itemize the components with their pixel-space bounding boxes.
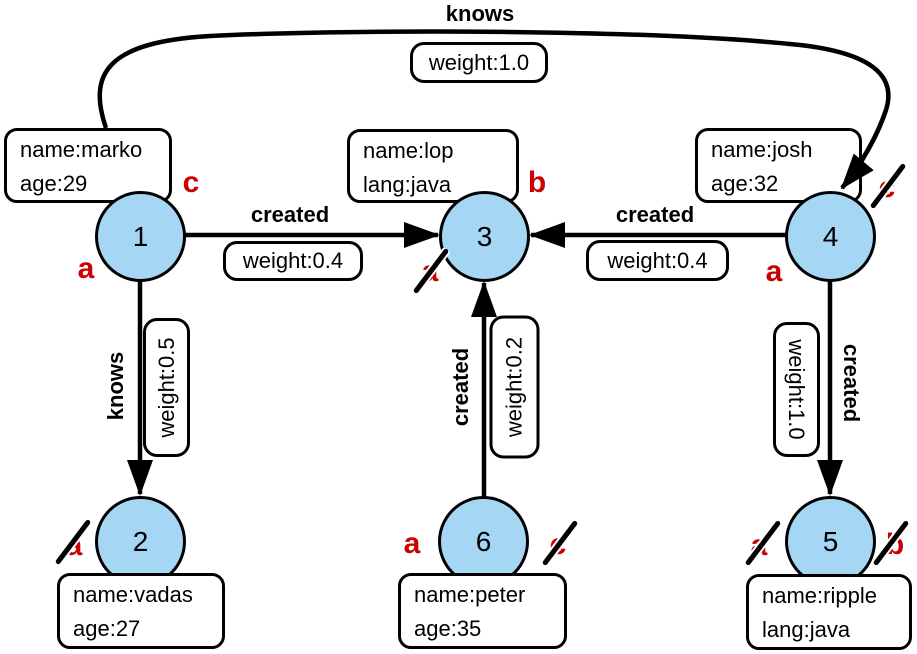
weight-box-created-4-3: weight:0.4 bbox=[586, 240, 729, 281]
props-box-vadas: name:vadas age:27 bbox=[57, 573, 225, 649]
edge-label-created-4-3: created bbox=[615, 202, 695, 227]
prop-line: name:vadas bbox=[73, 582, 193, 607]
prop-line: age:27 bbox=[73, 616, 141, 641]
edge-label-created-1-3: created bbox=[250, 202, 330, 227]
node-1: 1 bbox=[95, 191, 186, 282]
edge-label-knows-top: knows bbox=[445, 1, 515, 26]
props-box-ripple: name:ripple lang:java bbox=[746, 574, 912, 650]
weight-box-knows-1-2: weight:0.5 bbox=[143, 318, 190, 457]
edge-label-knows-1-2: knows bbox=[103, 351, 128, 421]
step-marker-b-node3: b bbox=[527, 166, 547, 199]
prop-line: name:ripple bbox=[762, 583, 877, 608]
prop-line: name:marko bbox=[20, 137, 143, 162]
node-id: 3 bbox=[476, 220, 493, 252]
prop-line: name:josh bbox=[711, 137, 813, 162]
step-marker-c-node1: c bbox=[182, 166, 200, 199]
prop-line: age:35 bbox=[414, 616, 482, 641]
props-box-peter: name:peter age:35 bbox=[398, 573, 567, 649]
node-3: 3 bbox=[439, 191, 530, 282]
prop-line: age:29 bbox=[20, 171, 88, 196]
step-marker-a-node4: a bbox=[765, 255, 783, 288]
step-marker-a-node6: a bbox=[403, 527, 421, 560]
node-id: 2 bbox=[132, 525, 149, 557]
edge-label-created-6-3: created bbox=[448, 347, 473, 427]
prop-line: lang:java bbox=[762, 617, 851, 642]
weight-box-created-1-3: weight:0.4 bbox=[223, 241, 363, 281]
edge-label-created-4-5: created bbox=[839, 343, 864, 423]
prop-line: name:peter bbox=[414, 582, 526, 607]
node-id: 5 bbox=[822, 525, 839, 557]
node-4: 4 bbox=[785, 191, 876, 282]
node-id: 4 bbox=[822, 220, 839, 252]
step-marker-a-node1: a bbox=[77, 252, 95, 285]
weight-box-created-6-3: weight:0.2 bbox=[489, 315, 540, 459]
prop-line: name:lop bbox=[363, 138, 454, 163]
node-5: 5 bbox=[785, 496, 876, 587]
weight-box-created-4-5: weight:1.0 bbox=[773, 322, 820, 457]
node-id: 1 bbox=[132, 220, 149, 252]
step-marker-b-node5: b bbox=[885, 528, 905, 561]
weight-box-knows-top: weight:1.0 bbox=[410, 42, 548, 83]
node-id: 6 bbox=[475, 525, 492, 557]
